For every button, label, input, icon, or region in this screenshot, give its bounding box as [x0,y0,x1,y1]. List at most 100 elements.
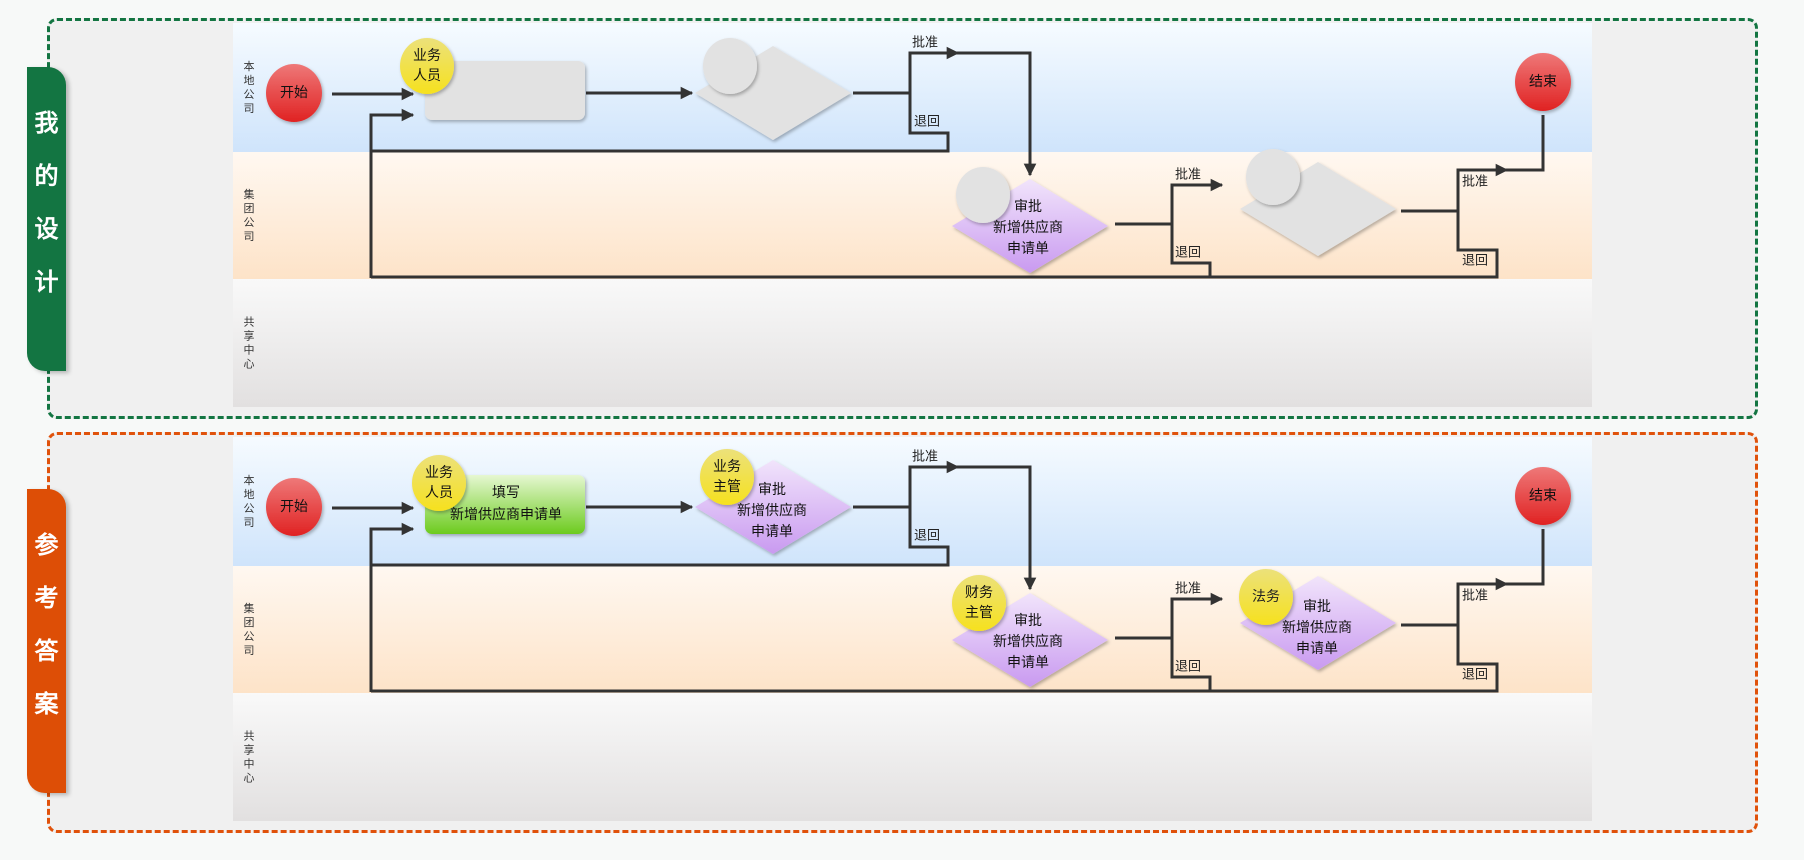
connector-decision2-reject [371,638,1212,693]
lane-shared-center [233,279,1592,407]
role-circle [956,167,1010,223]
task-box [425,61,585,120]
connector-decision3-approve [1456,163,1509,211]
reference-answer-diagram: 本地公司集团公司共享中心批准批准批准退回退回退回开始结束填写新增供应商申请单业务… [233,437,1592,821]
lane-label-char: 公 [244,502,255,515]
end-node: 结束 [1515,53,1571,111]
decision-text: 审批 [1303,599,1331,615]
lane-label-char: 公 [244,88,255,101]
decision-text: 新增供应商 [1282,619,1352,636]
connector-decision2-approve [1170,178,1224,224]
connector-return-to-task [369,522,415,692]
connector-decision2-approve [1170,592,1224,638]
role-circle [952,575,1006,631]
lane-label-char: 中 [244,344,255,357]
start-node: 开始 [266,478,322,536]
lane-label-char: 司 [244,102,255,115]
start-label: 开始 [280,499,308,515]
lane-label-char: 地 [244,74,255,87]
tab-char: 参 [34,531,59,559]
decision3-node [1240,149,1396,256]
lane-label-char: 心 [244,772,255,785]
connector-return-to-task [369,108,415,278]
my-design-diagram: 本地公司集团公司共享中心批准批准批准退回退回退回开始结束业务人员审批新增供应商申… [233,23,1592,407]
lane-label-char: 司 [244,516,255,529]
decision-text: 申请单 [1007,241,1049,257]
tab-char: 的 [34,162,59,190]
decision1-node [695,38,851,140]
decision-text: 新增供应商 [737,502,807,519]
lane-label-char: 司 [244,644,255,657]
start-label: 开始 [280,85,308,101]
decision-text: 申请单 [1007,655,1049,671]
tab-char: 考 [34,584,59,612]
lane-group-company [233,566,1592,693]
tab-char: 我 [34,109,59,137]
tab-char: 设 [34,215,59,243]
role-circle [1239,569,1293,625]
role-text: 主管 [965,605,993,621]
decision-text: 新增供应商 [993,219,1063,236]
connector-decision3-reject [1210,211,1499,279]
my-design-tab: 我 的 设 计 [27,67,66,371]
connector-to-end [1504,115,1545,172]
edge-label-approve: 批准 [1462,589,1488,604]
start-node: 开始 [266,64,322,122]
edge-label-reject: 退回 [914,529,940,544]
lane-label-char: 司 [244,230,255,243]
lane-label-char: 团 [244,202,255,215]
start-circle [266,478,322,536]
lane-label-char: 集 [244,187,255,201]
tab-char: 计 [34,268,59,296]
decision-text: 申请单 [1296,641,1338,657]
connector-decision1-approve [908,460,960,507]
task-text: 填写 [492,485,520,501]
edge-label-reject: 退回 [1462,254,1488,269]
edge-label-reject: 退回 [914,115,940,130]
edge-label-reject: 退回 [1175,660,1201,675]
lane-label-char: 地 [244,488,255,501]
start-circle [266,64,322,122]
connector-decision2-reject [371,224,1212,279]
role-circle [1246,149,1300,205]
connector-to-end [1504,529,1545,586]
lane-label-char: 本 [244,59,255,73]
lane-label-char: 共 [244,316,255,329]
connector-decision1-reject [371,507,950,567]
lane-group-company [233,152,1592,279]
role-text: 人员 [425,485,453,501]
role-text: 财务 [965,585,993,601]
role-circle [400,38,454,94]
lane-shared-center [233,693,1592,821]
connectors [332,460,1545,693]
tab-char: 案 [34,690,59,718]
end-node: 结束 [1515,467,1571,525]
role-text: 主管 [713,479,741,495]
role-text: 业务 [425,465,453,481]
edge-label-approve: 批准 [912,36,938,51]
lane-label-char: 公 [244,216,255,229]
decision-text: 审批 [758,482,786,498]
end-circle [1515,53,1571,111]
end-label: 结束 [1529,74,1557,90]
lane-label-char: 共 [244,730,255,743]
lane-label-char: 中 [244,758,255,771]
tab-char: 答 [34,637,59,665]
connector-decision1-reject [371,93,950,153]
connector-to-decision2 [955,51,1037,177]
role-circle [412,455,466,511]
lane-label-char: 团 [244,616,255,629]
lane-label-char: 集 [244,601,255,615]
role-text: 法务 [1252,589,1280,605]
